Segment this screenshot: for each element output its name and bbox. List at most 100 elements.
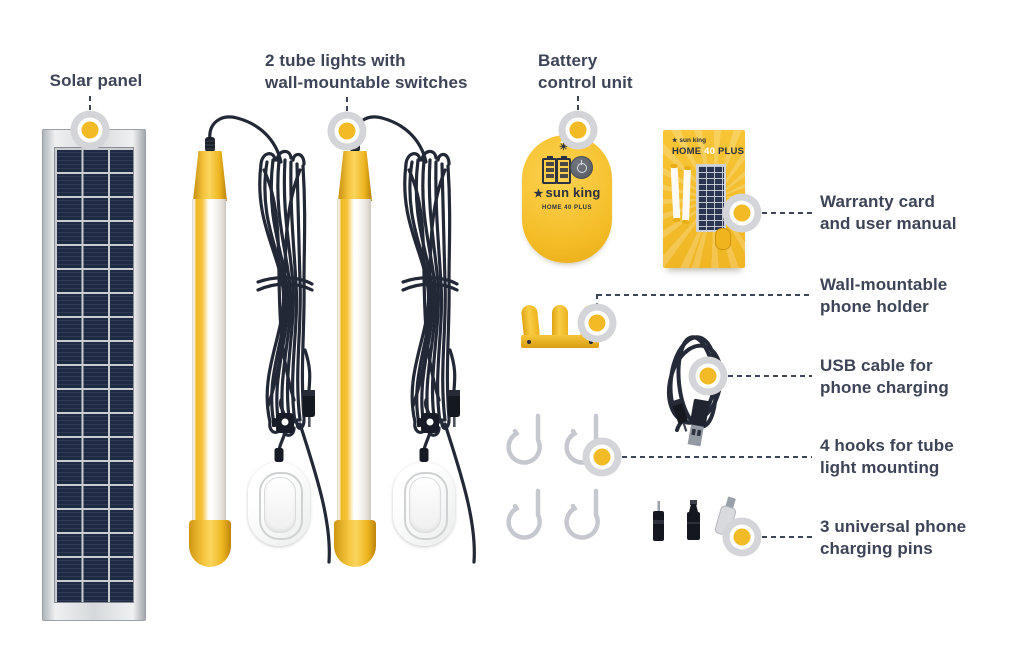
card-model-home: HOME xyxy=(672,146,702,157)
label-line: Solar panel xyxy=(49,71,143,90)
tube-light-1-wall-switch xyxy=(248,462,310,546)
dc-plug xyxy=(303,390,315,427)
tube-light-2-bottom-cap xyxy=(334,520,376,567)
charging-pin-small xyxy=(653,501,664,541)
label-phone-holder: Wall-mountable phone holder xyxy=(820,274,947,318)
power-button-icon xyxy=(570,156,593,179)
label-solar-panel: Solar panel xyxy=(40,70,152,92)
connector-tube-lights xyxy=(346,97,348,114)
label-line: Wall-mountable xyxy=(820,275,948,294)
holder-finger xyxy=(520,304,540,338)
callout-marker-hooks xyxy=(593,448,611,466)
label-hooks: 4 hooks for tube light mounting xyxy=(820,435,954,479)
card-model: HOME 40 PLUS xyxy=(672,146,744,157)
phone-holder xyxy=(520,304,601,351)
charging-pin-white xyxy=(714,496,737,536)
connector-warranty xyxy=(762,212,812,214)
solar-panel-cells xyxy=(54,147,134,603)
tube-light-1-cable-graphic xyxy=(205,115,331,564)
card-brand: ★sun king xyxy=(672,137,706,144)
tube-light-2-wall-switch xyxy=(393,462,455,546)
switch-ring xyxy=(404,472,448,540)
connector-battery-unit xyxy=(577,96,579,113)
power-glyph xyxy=(576,160,587,173)
callout-marker-phone-holder xyxy=(588,314,606,332)
card-model-40: 40 xyxy=(704,146,716,157)
dc-plug xyxy=(448,390,460,427)
model-text: HOME 40 PLUS xyxy=(541,205,592,211)
label-line: 4 hooks for tube xyxy=(820,436,954,455)
warranty-card: ★sun king HOME 40 PLUS xyxy=(663,130,745,268)
sun-icon: ☀ xyxy=(559,142,568,153)
usb-dc-plug xyxy=(671,398,688,432)
connector-usb-cable xyxy=(728,375,812,377)
label-line: charging pins xyxy=(820,539,933,558)
battery-level-icon xyxy=(542,156,557,184)
usb-cable-graphic xyxy=(666,335,724,447)
label-usb-cable: USB cable for phone charging xyxy=(820,355,949,399)
holder-screw xyxy=(527,340,531,344)
label-line: Battery xyxy=(538,51,598,70)
charging-pin-micro xyxy=(687,500,700,540)
callout-marker-usb-cable xyxy=(699,367,717,385)
card-brand-text: sun king xyxy=(679,137,707,144)
tube-light-2-cable-graphic xyxy=(350,115,476,564)
label-line: Warranty card xyxy=(820,192,935,211)
callout-marker-charging-pins xyxy=(733,528,751,546)
lion-icon: ★ xyxy=(533,188,544,200)
label-line: wall-mountable switches xyxy=(265,73,468,92)
tube-light-2-body xyxy=(337,199,371,523)
label-line: and user manual xyxy=(820,214,957,233)
label-line: light mounting xyxy=(820,458,940,477)
tube-light-1-bottom-cap xyxy=(189,520,231,567)
hooks-graphic xyxy=(506,413,600,540)
callout-marker-warranty xyxy=(733,204,751,222)
switch-cord-connector xyxy=(419,448,429,462)
switch-ring xyxy=(259,472,303,540)
label-warranty: Warranty card and user manual xyxy=(820,191,957,235)
label-tube-lights: 2 tube lights with wall-mountable switch… xyxy=(265,50,468,94)
label-line: 3 universal phone xyxy=(820,517,967,536)
tube-light-2-cap xyxy=(338,151,372,201)
tube-light-1-body xyxy=(192,199,226,523)
switch-button xyxy=(264,477,296,533)
label-line: USB cable for xyxy=(820,356,933,375)
label-line: 2 tube lights with xyxy=(265,51,406,70)
sun-king-logo: ★sun king xyxy=(522,185,612,200)
connector-charging-pins xyxy=(762,536,812,538)
callout-marker-battery-unit xyxy=(569,121,587,139)
connector-phone-holder-v xyxy=(596,294,598,304)
card-tube-graphic xyxy=(682,167,691,223)
card-solar-panel-graphic xyxy=(696,164,726,232)
brand-text: sun king xyxy=(545,185,601,200)
hook xyxy=(506,413,542,465)
hook xyxy=(564,488,600,540)
holder-finger xyxy=(552,305,568,337)
holder-base xyxy=(521,335,599,348)
label-battery-control-unit: Battery control unit xyxy=(538,50,633,94)
battery-control-unit: ☀ ★sun king HOME 40 PLUS xyxy=(522,134,612,263)
switch-cord-connector xyxy=(274,448,284,462)
label-line: phone holder xyxy=(820,297,929,316)
switch-button xyxy=(409,477,441,533)
solar-panel xyxy=(42,129,146,621)
tube-light-1-cap xyxy=(193,151,227,201)
card-unit-graphic xyxy=(715,228,731,250)
label-line: control unit xyxy=(538,73,633,92)
hanging-notch xyxy=(560,134,574,143)
label-charging-pins: 3 universal phone charging pins xyxy=(820,516,966,560)
hook xyxy=(506,488,542,540)
hook xyxy=(564,413,600,465)
usb-a-connector xyxy=(687,398,710,447)
holder-screw xyxy=(589,340,593,344)
card-tube-graphic xyxy=(670,165,681,221)
callout-marker-solar-panel xyxy=(81,121,99,139)
connector-hooks xyxy=(622,456,812,458)
callout-marker-tube-lights xyxy=(338,122,356,140)
charging-pins-graphic xyxy=(653,496,737,541)
connector-phone-holder-h xyxy=(597,294,812,296)
label-line: phone charging xyxy=(820,378,949,397)
card-model-plus: PLUS xyxy=(717,146,745,157)
battery-solar-icon xyxy=(556,156,571,184)
